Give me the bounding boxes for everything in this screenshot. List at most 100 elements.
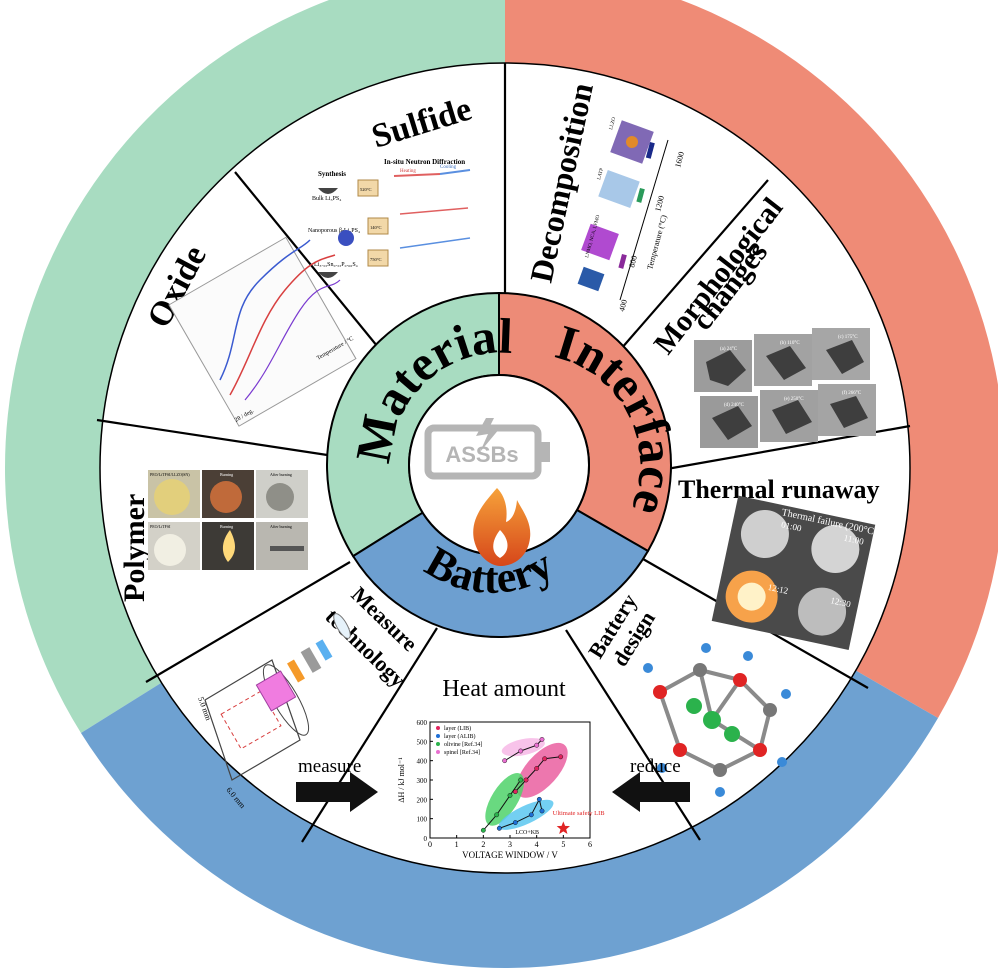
chart-point	[534, 742, 540, 748]
reduce-arrow: reduce	[612, 756, 690, 812]
inner-ring	[326, 291, 672, 638]
atom-gray	[713, 763, 727, 777]
thermal-time-3: 12:12	[767, 582, 789, 596]
polymer-disc-1	[154, 479, 190, 515]
heating-arrow	[393, 173, 441, 177]
polymer-caption-3: After burning	[270, 472, 292, 477]
spoke	[234, 171, 383, 353]
decomp-tick-400: 400	[617, 299, 629, 313]
chart-xtick-label: 4	[535, 840, 539, 849]
polymer-disc-4	[154, 534, 186, 566]
morph-label-d: (d) 240°C	[724, 403, 745, 408]
spoke	[565, 629, 701, 841]
polymer-caption-5: Burning	[220, 524, 233, 529]
chart-legend-label: layer (LIB)	[444, 725, 471, 732]
sulfide-row-1: Bulk Li₃PS₄	[312, 196, 341, 202]
chart-xtick-label: 2	[481, 840, 485, 849]
decomposition-panel: Temperature (°C) 400 800 1200 1600 LLZO …	[577, 117, 686, 313]
decomp-tick-800: 800	[627, 255, 639, 269]
sulfide-heading-synthesis: Synthesis	[318, 170, 346, 178]
morph-label-a: (a) 24°C	[720, 347, 738, 352]
morph-label-c: (c) 175°C	[838, 335, 858, 340]
chart-xlabel: VOLTAGE WINDOW / V	[462, 850, 558, 860]
chart-point	[539, 808, 545, 814]
chart-ytick-label: 100	[417, 816, 428, 824]
chart-region-1	[516, 742, 568, 798]
chart-annotation-lcokb: LCO+KB	[515, 830, 539, 836]
furnace-2	[367, 217, 389, 235]
decomp-tick-1600: 1600	[673, 151, 686, 169]
chart-legend-label: spinel [Ref.34]	[444, 749, 480, 756]
measure-arrow: measure	[296, 756, 378, 812]
oxide-panel: 2θ / deg. Temperature / °C	[168, 236, 357, 427]
thermal-cell-4	[798, 587, 847, 636]
atom-gray	[763, 703, 777, 717]
polymer-disc-3	[266, 483, 294, 511]
measure-lens-blue	[315, 639, 333, 661]
chart-legend-label: olivine [Ref.34]	[444, 741, 482, 748]
oxide-plot-frame	[168, 236, 357, 427]
atom-red	[733, 673, 747, 687]
spoke	[145, 561, 351, 683]
atom-blue	[657, 763, 667, 773]
chart-region-2	[485, 772, 525, 826]
decomp-tick-1200: 1200	[653, 195, 666, 213]
chart-xtick-label: 3	[508, 840, 512, 849]
thermal-cell-2	[811, 524, 860, 573]
chart-series-line-2	[482, 779, 522, 831]
temp-3: 750°C	[370, 257, 382, 262]
atom-green	[686, 698, 702, 714]
polymer-panel: PEO/LiTFSI/LLZO(SN) Burning After burnin…	[148, 470, 308, 570]
chart-point	[528, 812, 534, 818]
chart-star-marker	[556, 821, 570, 834]
oxide-curve-red	[229, 254, 336, 396]
chart-annotation-ultimate: Ultimate safety LIB	[553, 810, 606, 817]
furnace-3	[367, 249, 389, 267]
oxide-curve-blue	[219, 239, 311, 381]
chart-ytick-label: 400	[417, 758, 428, 766]
logo-text: ASSBs	[445, 442, 518, 467]
decomp-label-llzo: LLZO	[609, 117, 617, 131]
decomp-bar-lnmo	[618, 253, 627, 269]
polymer-rod	[270, 546, 304, 551]
label-thermal-runaway: Thermal runaway	[678, 475, 880, 504]
polymer-caption-2: Burning	[220, 472, 233, 477]
thermal-cell-1	[740, 510, 789, 559]
assbs-logo: ASSBs	[424, 418, 550, 566]
lightning-icon	[476, 418, 500, 452]
chart-legend-marker	[436, 750, 440, 754]
flame-icon	[473, 488, 531, 566]
chart-point	[536, 796, 542, 802]
chart-point	[523, 777, 529, 783]
chart-point	[558, 754, 564, 760]
polymer-caption-6: After burning	[270, 524, 292, 529]
chart-legend-marker	[436, 726, 440, 730]
polymer-disc-2	[210, 481, 242, 513]
beaker-icon	[338, 230, 354, 246]
chart-legend-marker	[436, 734, 440, 738]
chart-ytick-label: 200	[417, 796, 428, 804]
chart-point	[494, 812, 500, 818]
chart-xtick-label: 1	[455, 840, 459, 849]
morph-label-b: (b) 110°C	[780, 341, 800, 346]
measure-lens-clear	[333, 613, 351, 639]
chart-point	[480, 827, 486, 833]
atom-blue	[715, 787, 725, 797]
chart-ylabel: ΔH / kJ mol⁻¹	[397, 757, 406, 803]
label-heat-amount: Heat amount	[442, 676, 566, 702]
arrow-row2	[399, 207, 469, 215]
battery-terminal	[540, 442, 550, 462]
decomp-crystal-base	[577, 266, 605, 292]
chart-point	[512, 820, 518, 825]
chart-ytick-label: 600	[417, 719, 428, 727]
molecule-panel	[643, 643, 791, 797]
chart-xtick-label: 6	[588, 840, 592, 849]
decomp-crystal-dots	[626, 136, 638, 148]
chart-ytick-label: 500	[417, 738, 428, 746]
arrow-row3	[399, 237, 471, 249]
decomp-bar-latp	[636, 187, 645, 203]
polymer-caption-4: PEO/LiTFSI	[150, 524, 171, 529]
chart-region-3	[498, 799, 554, 830]
oxide-curve-purple	[244, 279, 341, 401]
chart-point	[518, 748, 524, 754]
